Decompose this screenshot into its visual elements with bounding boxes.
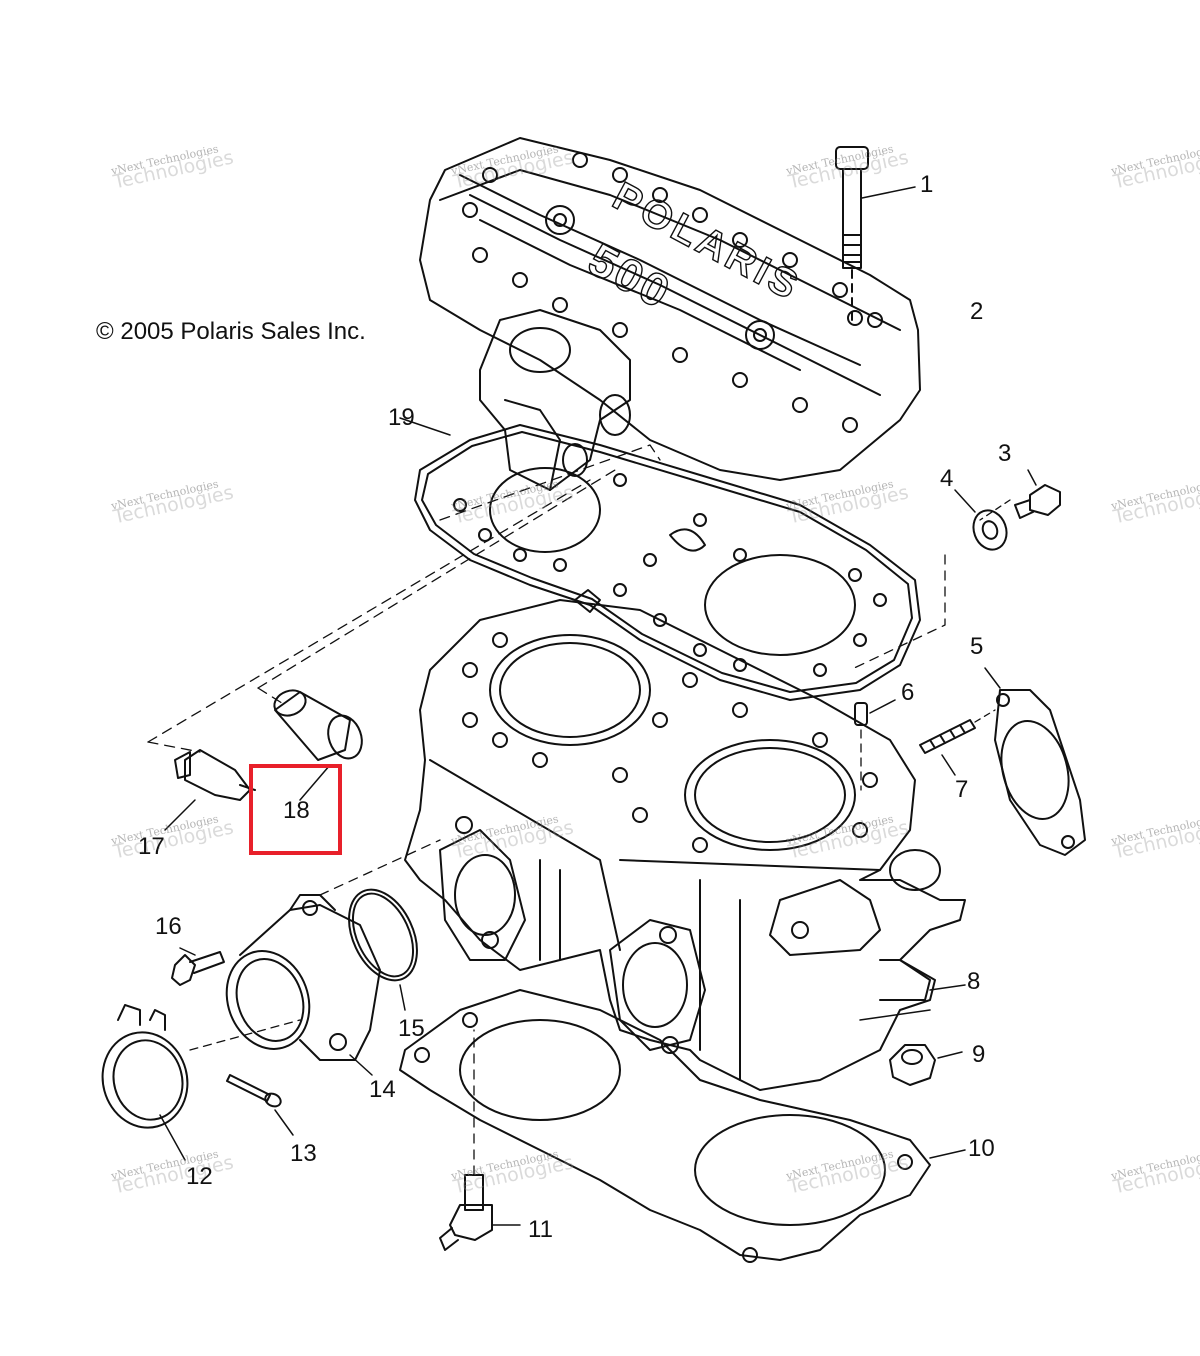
mounting-screw — [226, 1074, 294, 1136]
base-gasket — [399, 989, 966, 1263]
callout-2[interactable]: 2 — [970, 298, 984, 325]
water-fitting — [439, 1029, 521, 1251]
callout-6[interactable]: 6 — [901, 679, 915, 706]
callout-18[interactable]: 18 — [283, 797, 310, 824]
exhaust-nut — [889, 1044, 963, 1086]
callout-14[interactable]: 14 — [369, 1076, 396, 1103]
callout-17[interactable]: 17 — [138, 833, 165, 860]
callout-9[interactable]: 9 — [972, 1041, 986, 1068]
flange-bolt — [171, 947, 225, 986]
callout-5[interactable]: 5 — [970, 633, 984, 660]
embossed-model: 500 — [580, 233, 680, 319]
highlight-box-part-18 — [249, 764, 342, 855]
intake-adapter — [225, 894, 381, 1076]
callout-7[interactable]: 7 — [955, 776, 969, 803]
coolant-sleeve — [273, 689, 363, 801]
hose-clamp — [101, 1004, 189, 1161]
callout-15[interactable]: 15 — [398, 1015, 425, 1042]
callout-13[interactable]: 13 — [290, 1140, 317, 1167]
callout-4[interactable]: 4 — [940, 465, 954, 492]
callout-16[interactable]: 16 — [155, 913, 182, 940]
callout-8[interactable]: 8 — [967, 968, 981, 995]
cylinder-block — [404, 599, 966, 1091]
callout-12[interactable]: 12 — [186, 1163, 213, 1190]
sealing-washer — [954, 489, 1008, 551]
temperature-fitting — [164, 749, 256, 831]
o-ring — [348, 888, 418, 1011]
callout-19[interactable]: 19 — [388, 404, 415, 431]
exhaust-gasket — [984, 667, 1086, 856]
dowel-pin — [854, 699, 896, 791]
callout-10[interactable]: 10 — [968, 1135, 995, 1162]
cylinder-head — [419, 137, 921, 491]
exhaust-stud — [919, 709, 996, 776]
callout-3[interactable]: 3 — [998, 440, 1012, 467]
copyright-notice: © 2005 Polaris Sales Inc. — [96, 318, 366, 345]
head-bolt — [835, 146, 916, 321]
bleed-screw — [1014, 469, 1061, 519]
callout-11[interactable]: 11 — [528, 1216, 553, 1243]
callout-1[interactable]: 1 — [920, 171, 934, 198]
